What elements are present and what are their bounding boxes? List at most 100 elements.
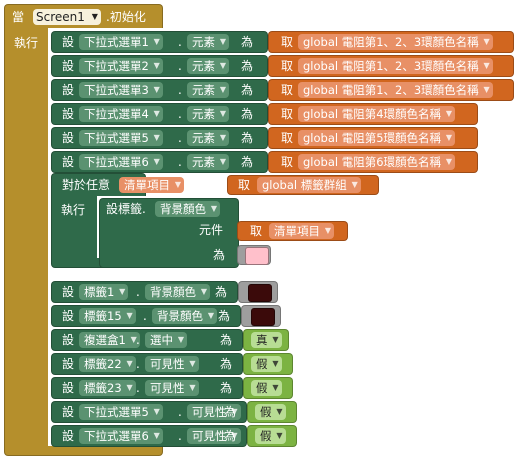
setter-property-dropdown[interactable]: 元素▼	[187, 154, 229, 170]
chevron-down-icon: ▼	[324, 226, 331, 235]
setter-property-dropdown[interactable]: 背景顏色▼	[152, 308, 217, 324]
component-get-word: 取	[250, 224, 263, 238]
setter-property-dropdown[interactable]: 可見性▼	[145, 356, 199, 372]
getter-word: 取	[281, 131, 294, 145]
getter-word: 取	[281, 83, 294, 97]
setter-dot: .	[178, 405, 182, 419]
chevron-down-icon: ▼	[189, 359, 196, 368]
chevron-down-icon: ▼	[126, 311, 133, 320]
boolean-dropdown[interactable]: 真▼	[251, 332, 282, 348]
getter-variable-dropdown[interactable]: global 電阻第1、2、3環顏色名稱▼	[298, 82, 493, 98]
setter-property-dropdown[interactable]: 可見性▼	[187, 404, 241, 420]
setter-to-word: 為	[241, 35, 254, 49]
setter-component-dropdown[interactable]: 下拉式選單5▼	[79, 130, 163, 146]
getter-variable-dropdown[interactable]: global 電阻第1、2、3環顏色名稱▼	[298, 58, 493, 74]
setter-to-word: 為	[215, 285, 228, 299]
foreach-list-var[interactable]: global 標籤群組▼	[257, 177, 361, 193]
setter-to-word: 為	[241, 107, 254, 121]
setter-component-dropdown[interactable]: 標籤23▼	[79, 380, 136, 396]
setter-word: 設	[62, 59, 75, 73]
setter-dot: .	[178, 83, 182, 97]
chevron-down-icon: ▼	[153, 109, 160, 118]
chevron-down-icon: ▼	[351, 180, 358, 189]
getter-variable-dropdown[interactable]: global 電阻第5環顏色名稱▼	[298, 130, 456, 146]
setter-property-dropdown[interactable]: 選中▼	[145, 332, 187, 348]
setter-component-dropdown[interactable]: 下拉式選單4▼	[79, 106, 163, 122]
boolean-dropdown[interactable]: 假▼	[255, 428, 286, 444]
foreach-item-var[interactable]: 清單項目▼	[119, 177, 184, 193]
setter-component-dropdown[interactable]: 複選盒1▼	[79, 332, 140, 348]
setter-dot: .	[178, 155, 182, 169]
chevron-down-icon: ▼	[210, 204, 217, 213]
chevron-down-icon: ▼	[130, 335, 137, 344]
setter-dot: .	[178, 107, 182, 121]
setter-component-dropdown[interactable]: 下拉式選單1▼	[79, 34, 163, 50]
generic-component-label: 元件	[199, 223, 224, 237]
chevron-down-icon: ▼	[272, 383, 279, 392]
setter-to-word: 為	[241, 155, 254, 169]
setter-property-dropdown[interactable]: 元素▼	[187, 106, 229, 122]
setter-word: 設	[62, 333, 75, 347]
generic-to-word: 為	[213, 248, 226, 262]
chevron-down-icon: ▼	[91, 12, 98, 21]
getter-variable-dropdown[interactable]: global 電阻第6環顏色名稱▼	[298, 154, 456, 170]
setter-component-dropdown[interactable]: 下拉式選單3▼	[79, 82, 163, 98]
setter-property-dropdown[interactable]: 元素▼	[187, 34, 229, 50]
setter-word: 設	[62, 83, 75, 97]
chevron-down-icon: ▼	[272, 335, 279, 344]
chevron-down-icon: ▼	[219, 61, 226, 70]
setter-property-dropdown[interactable]: 元素▼	[187, 58, 229, 74]
getter-word: 取	[281, 59, 294, 73]
foreach-do-label: 執行	[61, 203, 86, 217]
setter-word: 設	[62, 309, 75, 323]
getter-variable-dropdown[interactable]: global 電阻第4環顏色名稱▼	[298, 106, 456, 122]
chevron-down-icon: ▼	[126, 383, 133, 392]
event-component-dropdown[interactable]: Screen1▼	[33, 9, 101, 25]
chevron-down-icon: ▼	[189, 383, 196, 392]
setter-to-word: 為	[220, 333, 233, 347]
setter-dot: .	[178, 59, 182, 73]
chevron-down-icon: ▼	[153, 133, 160, 142]
setter-word: 設	[62, 381, 75, 395]
generic-setter-word: 設標籤.	[106, 202, 146, 216]
setter-property-dropdown[interactable]: 可見性▼	[187, 428, 241, 444]
chevron-down-icon: ▼	[119, 287, 126, 296]
component-var-dropdown[interactable]: 清單項目▼	[269, 223, 334, 239]
setter-component-dropdown[interactable]: 標籤22▼	[79, 356, 136, 372]
setter-component-dropdown[interactable]: 下拉式選單6▼	[79, 154, 163, 170]
setter-component-dropdown[interactable]: 標籤15▼	[79, 308, 136, 324]
foreach-prefix: 對於任意	[62, 178, 111, 192]
chevron-down-icon: ▼	[219, 157, 226, 166]
setter-word: 設	[62, 35, 75, 49]
setter-property-dropdown[interactable]: 元素▼	[187, 82, 229, 98]
chevron-down-icon: ▼	[483, 61, 490, 70]
setter-word: 設	[62, 357, 75, 371]
chevron-down-icon: ▼	[219, 133, 226, 142]
chevron-down-icon: ▼	[219, 109, 226, 118]
chevron-down-icon: ▼	[483, 37, 490, 46]
setter-component-dropdown[interactable]: 標籤1▼	[79, 284, 129, 300]
setter-component-dropdown[interactable]: 下拉式選單6▼	[79, 428, 163, 444]
pink-color-swatch	[245, 247, 269, 265]
event-handler-name: .初始化	[106, 10, 146, 24]
chevron-down-icon: ▼	[445, 133, 453, 142]
getter-variable-dropdown[interactable]: global 電阻第1、2、3環顏色名稱▼	[298, 34, 493, 50]
setter-dot: .	[178, 35, 182, 49]
chevron-down-icon: ▼	[231, 431, 238, 440]
setter-component-dropdown[interactable]: 下拉式選單5▼	[79, 404, 163, 420]
setter-component-dropdown[interactable]: 下拉式選單2▼	[79, 58, 163, 74]
setter-property-dropdown[interactable]: 元素▼	[187, 130, 229, 146]
setter-property-dropdown[interactable]: 背景顏色▼	[145, 284, 210, 300]
boolean-dropdown[interactable]: 假▼	[251, 356, 282, 372]
setter-word: 設	[62, 155, 75, 169]
chevron-down-icon: ▼	[177, 335, 184, 344]
event-keyword: 當	[12, 10, 25, 24]
generic-setter-property[interactable]: 背景顏色▼	[155, 201, 220, 217]
boolean-dropdown[interactable]: 假▼	[255, 404, 286, 420]
setter-property-dropdown[interactable]: 可見性▼	[145, 380, 199, 396]
chevron-down-icon: ▼	[153, 61, 160, 70]
setter-dot: .	[178, 429, 182, 443]
boolean-dropdown[interactable]: 假▼	[251, 380, 282, 396]
chevron-down-icon: ▼	[126, 359, 133, 368]
chevron-down-icon: ▼	[153, 407, 160, 416]
